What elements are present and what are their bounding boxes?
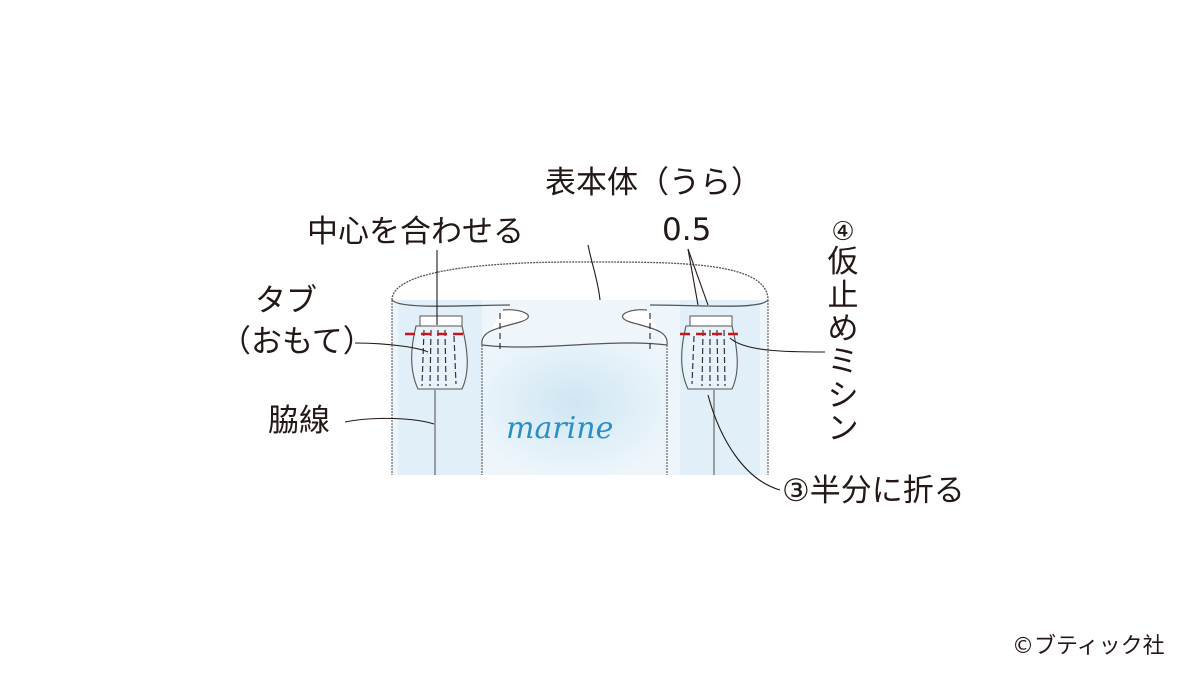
- label-step4-basting: ④ 仮 止 め ミ シ ン: [827, 217, 859, 448]
- label-side-seam: 脇線: [268, 403, 330, 439]
- tab-right: [680, 315, 742, 390]
- label-step3-fold: ③半分に折る: [782, 473, 965, 509]
- tab-left: [405, 315, 468, 390]
- copyright-notice: ©ブティック社: [1012, 634, 1165, 659]
- label-body-wrong-side: 表本体（うら）: [545, 165, 762, 201]
- label-align-center: 中心を合わせる: [307, 214, 524, 250]
- fabric-print-text: marine: [506, 411, 614, 446]
- label-tab-right-side: （おもて）: [220, 324, 374, 360]
- step4-number: ④: [831, 217, 855, 247]
- label-tab: タブ: [255, 283, 317, 319]
- leader-lines: [344, 244, 826, 491]
- label-seam-allowance: 0.5: [662, 212, 712, 248]
